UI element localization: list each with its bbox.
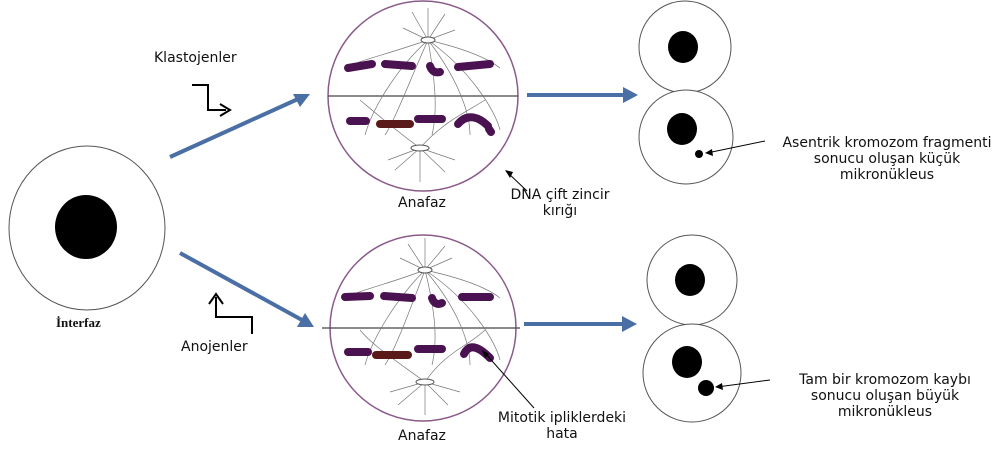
aneugens-label: Anojenler [181,339,248,355]
dsb-label-line1: DNA çift zincir [510,187,610,203]
large-micronucleus [698,380,714,396]
small-micronucleus-label: Asentrik kromozom fragmenti sonucu oluşa… [767,135,1007,183]
dsb-label-line2: kırığı [542,203,578,220]
anaphase-cell-bottom [322,234,520,422]
chromosomes-top [344,60,495,136]
large-mn-line3: mikronükleus [837,404,933,421]
small-micronucleus [695,150,703,158]
aneugen-arrowhead [297,313,314,327]
small-mn-line2: sonucu oluşan küçük [813,151,961,168]
spindle-error-label: Mitotik ipliklerdeki hata [487,410,637,442]
dsb-pointer-head [505,170,513,178]
interphase-nucleus [55,195,117,259]
top-result-arrowhead [623,87,638,103]
anaphase-cell-top [327,0,519,192]
small-mn-pointer [706,140,766,154]
spindle-pointer [483,351,535,409]
anaphase-label-bottom: Anafaz [398,428,446,444]
small-mn-line3: mikronükleus [839,167,935,184]
clastogens-label: Klastojenler [154,50,237,66]
clastogen-pathway-arrow [169,97,299,159]
large-mn-line2: sonucu oluşan büyük [810,388,960,405]
daughter-nucleus-bottom-1 [675,264,705,296]
large-mn-line1: Tam bir kromozom kaybı [799,372,971,388]
large-micronucleus-label: Tam bir kromozom kaybı sonucu oluşan büy… [770,372,1000,420]
daughter-nucleus-top-2 [667,113,697,145]
spindle-error-line2: hata [546,426,578,443]
small-mn-pointer-head [705,149,713,156]
daughter-nucleus-top-1 [668,31,698,63]
bottom-result-arrowhead [622,316,637,332]
large-mn-pointer-head [715,383,723,390]
clastogen-bent-arrow-icon [192,84,232,117]
clastogen-arrowhead [293,94,310,107]
daughter-nucleus-bottom-2 [672,346,702,378]
interphase-label: İnterfaz [56,315,101,330]
large-mn-pointer [716,379,771,388]
aneugen-pathway-arrow [179,251,303,322]
spindle-pointer-head [482,350,489,358]
anaphase-label-top: Anafaz [398,195,446,211]
small-mn-line1: Asentrik kromozom fragmenti [782,135,992,151]
spindle-error-line1: Mitotik ipliklerdeki [497,410,627,426]
dsb-label: DNA çift zincir kırığı [500,187,620,219]
aneugen-bent-arrow-icon [208,292,253,334]
